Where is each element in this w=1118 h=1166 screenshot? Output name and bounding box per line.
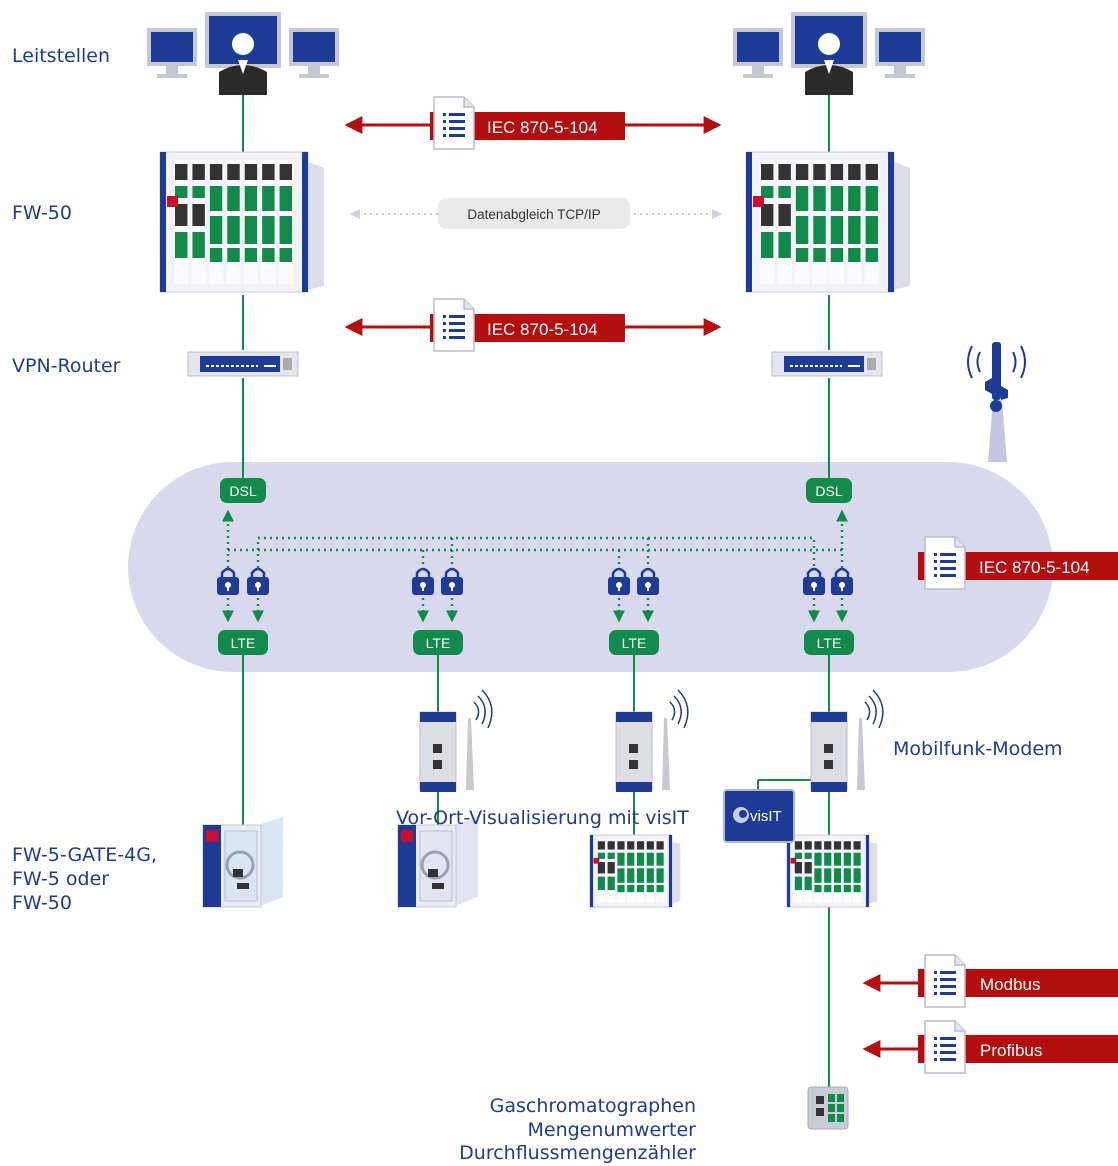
label-device-line-3: FW-50 — [12, 892, 72, 914]
vpn-tunnels — [222, 509, 848, 568]
lock-icon — [834, 567, 850, 578]
dsl-badge-right: DSL — [806, 478, 852, 503]
profibus-label: Profibus — [980, 1041, 1042, 1060]
brand-logo-icon — [401, 830, 413, 842]
brand-logo-icon — [206, 830, 218, 842]
user-icon — [818, 33, 840, 55]
lock-to-lte-lines — [222, 598, 848, 623]
lte-badge: LTE — [218, 630, 268, 655]
control-center-workstation-left — [147, 12, 339, 95]
lock-icon — [444, 567, 460, 578]
iec-label: IEC 870-5-104 — [979, 558, 1090, 577]
brand-logo-icon — [753, 196, 764, 207]
brand-logo-icon — [167, 196, 178, 207]
lock-group — [217, 567, 853, 595]
lock-icon — [611, 567, 627, 578]
antenna-icon — [466, 718, 474, 790]
lte-label: LTE — [622, 635, 647, 651]
lte-label: LTE — [426, 635, 451, 651]
label-field-device-1: Gaschromatographen — [489, 1095, 696, 1117]
antenna-icon — [857, 718, 865, 790]
dsl-label: DSL — [229, 483, 256, 499]
lock-icon — [250, 567, 266, 578]
field-device — [807, 1086, 849, 1130]
label-vpn-router: VPN-Router — [12, 355, 121, 377]
label-local-visualization: Vor-Ort-Visualisierung mit visIT — [396, 807, 689, 829]
label-control-centers: Leitstellen — [12, 45, 110, 67]
fw50-rack-left — [159, 151, 324, 293]
user-icon — [232, 33, 254, 55]
lte-label: LTE — [817, 635, 842, 651]
vpn-router-right — [771, 351, 883, 377]
label-field-device-3: Durchflussmengenzähler — [459, 1142, 696, 1164]
iec-arrow-top: IEC 870-5-104 — [344, 112, 722, 140]
fw50-rack-right — [745, 151, 910, 293]
mobile-network-cloud — [128, 462, 1053, 672]
fw5-device-group — [202, 817, 478, 908]
label-fw50: FW-50 — [12, 202, 72, 224]
brand-logo-icon — [593, 857, 600, 864]
control-center-workstation-right — [733, 12, 925, 95]
brand-logo-icon — [790, 857, 797, 864]
lock-icon — [806, 567, 822, 578]
document-icon-group — [433, 96, 966, 1074]
visit-display: visIT — [723, 789, 795, 843]
antenna-icon — [662, 718, 670, 790]
lock-icon — [640, 567, 656, 578]
profibus-arrow: Profibus — [862, 1035, 1118, 1063]
label-device-line-1: FW-5-GATE-4G, — [12, 844, 158, 866]
label-device-line-2: FW-5 oder — [12, 868, 110, 890]
vpn-router-left — [187, 351, 299, 377]
lock-icon — [220, 567, 236, 578]
iec-arrow-mid: IEC 870-5-104 — [344, 314, 722, 342]
lock-icon — [415, 567, 431, 578]
sync-connection: Datenabgleich TCP/IP — [350, 198, 722, 229]
sync-label: Datenabgleich TCP/IP — [467, 207, 600, 222]
cell-tower-icon — [967, 342, 1026, 462]
visit-logo-text: visIT — [750, 808, 782, 825]
lte-badge: LTE — [413, 630, 463, 655]
modbus-arrow: Modbus — [862, 969, 1118, 997]
fw50-small-rack-group — [589, 834, 878, 908]
lte-label: LTE — [231, 635, 256, 651]
label-field-device-2: Mengenumwerter — [527, 1119, 696, 1141]
mobile-modem-group — [419, 689, 884, 792]
label-mobile-modem: Mobilfunk-Modem — [893, 738, 1063, 760]
lte-badge: LTE — [609, 630, 659, 655]
iec-label: IEC 870-5-104 — [487, 320, 598, 339]
dsl-label: DSL — [815, 483, 842, 499]
dsl-badge-left: DSL — [220, 478, 266, 503]
modbus-label: Modbus — [980, 975, 1040, 994]
iec-label: IEC 870-5-104 — [487, 118, 598, 137]
lte-badge: LTE — [804, 630, 854, 655]
